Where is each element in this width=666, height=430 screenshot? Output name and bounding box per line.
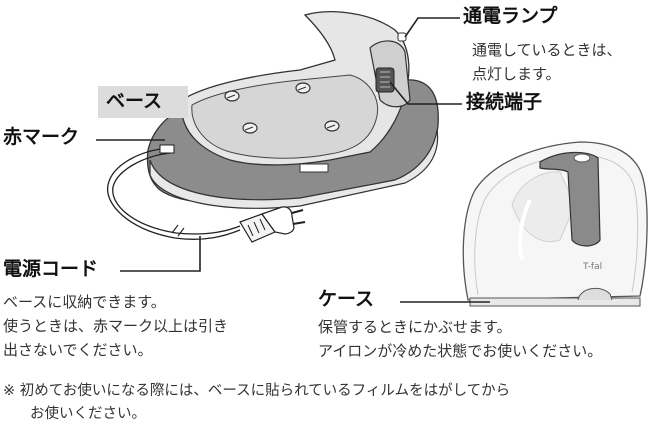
base-label-background	[98, 86, 188, 118]
cord-desc-line-2: 使うときは、赤マーク以上は引き	[3, 317, 229, 335]
leader-lines	[96, 17, 490, 303]
case-desc-line-1: 保管するときにかぶせます。	[318, 318, 512, 336]
lamp-description: 通電しているときは、 点灯します。	[472, 38, 622, 86]
footnote-line-1: ※ 初めてお使いになる際には、ベースに貼られているフィルムをはがしてから	[3, 383, 511, 399]
footnote-line-2: お使いください。	[30, 406, 146, 422]
power-cord-description: ベースに収納できます。 使うときは、赤マーク以上は引き 出さないでください。	[3, 290, 228, 362]
storage-case	[462, 141, 648, 307]
case-label: ケース	[318, 288, 375, 310]
case-brand-logo: T-fal	[583, 262, 603, 272]
connector-label: 接続端子	[466, 91, 543, 113]
footnote: ※ 初めてお使いになる際には、ベースに貼られているフィルムをはがしてから お使い…	[3, 380, 510, 426]
cord-desc-line-3: 出さないでください。	[3, 341, 153, 359]
case-description: 保管するときにかぶせます。 アイロンが冷めた状態でお使いください。	[318, 315, 602, 363]
lamp-label: 通電ランプ	[463, 5, 558, 27]
power-cord-label: 電源コード	[3, 258, 99, 280]
iron-base	[146, 11, 439, 209]
power-cord	[106, 144, 241, 240]
plug	[239, 206, 306, 243]
case-desc-line-2: アイロンが冷めた状態でお使いください。	[318, 342, 603, 360]
base-label: ベース	[106, 90, 163, 112]
red-mark-label: 赤マーク	[3, 126, 80, 148]
lamp-desc-line-2: 点灯します。	[472, 65, 561, 83]
cord-desc-line-1: ベースに収納できます。	[3, 293, 166, 311]
lamp-desc-line-1: 通電しているときは、	[472, 41, 622, 59]
